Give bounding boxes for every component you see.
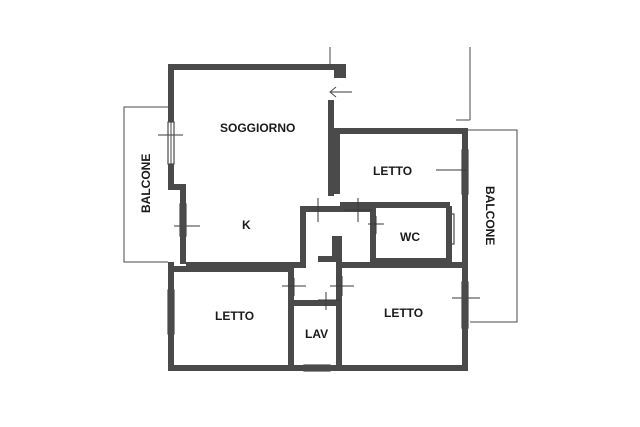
balcony-left (123, 106, 200, 263)
door-marks (282, 169, 466, 310)
outer-walls (167, 47, 471, 372)
balcony-label-left: BALCONE (139, 154, 153, 213)
room-label-soggiorno: SOGGIORNO (220, 121, 295, 135)
interior-walls (174, 100, 462, 365)
room-label-lav: LAV (305, 327, 328, 341)
room-label-kitchen: K (242, 218, 251, 232)
arrow-left-icon (329, 86, 352, 98)
room-label-letto-bottom-right: LETTO (384, 306, 423, 320)
room-label-letto-top-right: LETTO (373, 164, 412, 178)
room-label-letto-bottom-left: LETTO (215, 309, 254, 323)
balcony-label-right: BALCONE (483, 186, 497, 245)
room-label-wc: WC (400, 230, 420, 244)
